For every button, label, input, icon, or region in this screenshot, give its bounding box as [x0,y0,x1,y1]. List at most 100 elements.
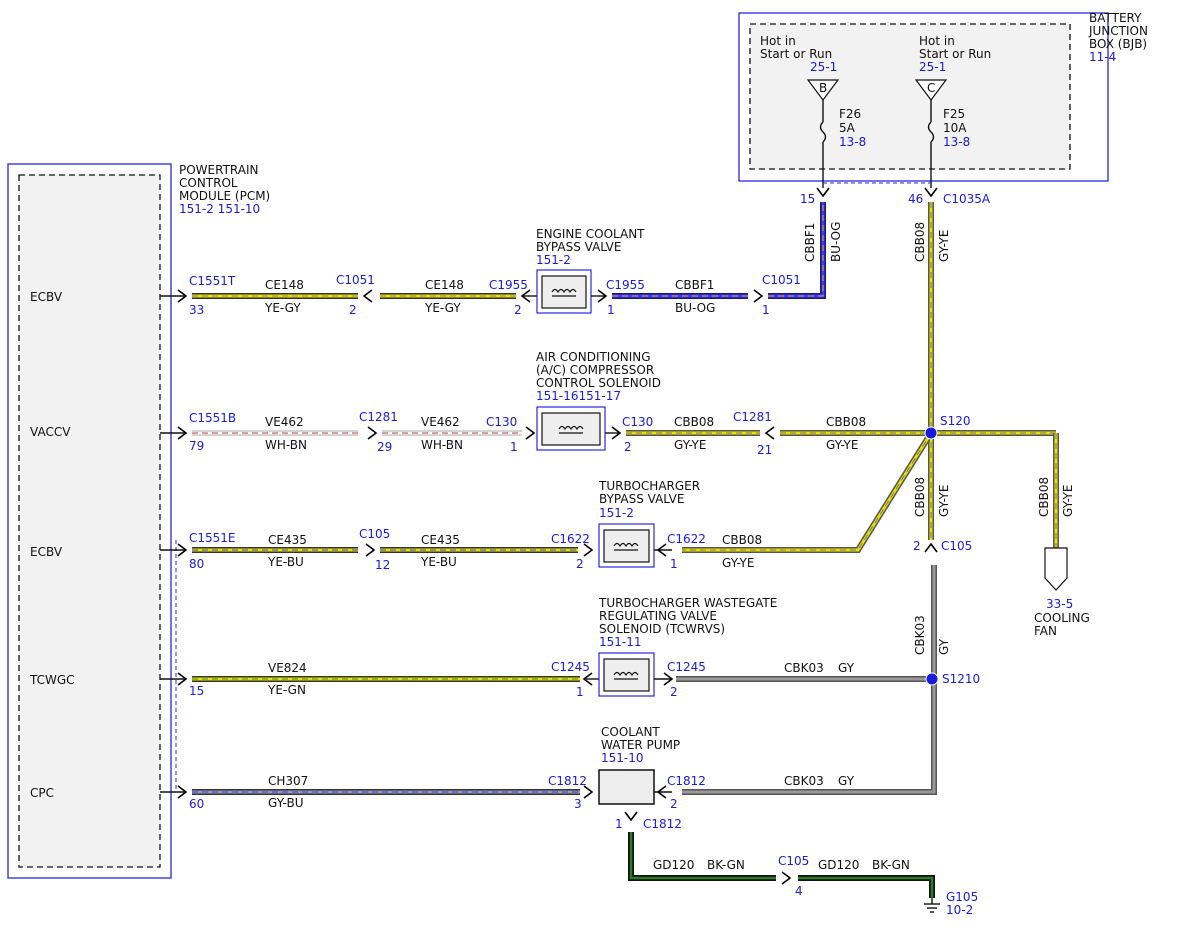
ground-w2-circuit: GD120 [818,858,859,872]
ground-w2-color: BK-GN [872,858,910,872]
fuse2-page[interactable]: 13-8 [943,135,970,149]
tcwrvs-title-1: TURBOCHARGER WASTEGATE [598,596,777,610]
vert-gyye-c: GY-YE [1061,485,1075,517]
fuse1-ref[interactable]: 25-1 [810,60,837,74]
wire-cbbf1-v[interactable] [768,202,826,299]
row5-pin-pcm: 60 [189,797,204,811]
fan-title-1: COOLING [1034,611,1090,625]
vert-cbk03: CBK03 [913,615,927,655]
row1-conn-mid[interactable]: C1051 [336,273,375,287]
fuse2-fuse-icon [927,121,935,143]
row4-conn-dev2[interactable]: C1245 [667,660,706,674]
row1-conn-dev[interactable]: C1955 [489,278,528,292]
row2-pin-mid: 29 [377,440,392,454]
ground-label[interactable]: G105 [946,890,978,904]
row3-w1-circuit: CE435 [268,533,307,547]
wire-gd120-a[interactable] [628,832,776,881]
row1-w1-color: YE-GY [264,301,301,315]
row2-conn-mid[interactable]: C1281 [359,410,398,424]
row1-pin-dev: 2 [514,303,522,317]
row5-w3-circuit: CBK03 [784,774,824,788]
row3-conn-pcm[interactable]: C1551E [189,531,236,545]
fuse2-tag: C [927,81,935,95]
ecbv-ref[interactable]: 151-2 [536,253,571,267]
ac-solenoid-icon[interactable] [536,406,606,451]
turbo-title-1: TURBOCHARGER [598,479,700,493]
pcm-module: POWERTRAIN CONTROL MODULE (PCM) 151-2 15… [7,163,270,879]
row3-conn-dev2[interactable]: C1622 [667,532,706,546]
wire-cbb08-diag[interactable] [682,431,934,553]
wire-cbk03-trunk[interactable] [682,565,937,795]
fuse1-name: F26 [839,107,861,121]
c105-label[interactable]: C105 [941,539,972,553]
pump-title-1: COOLANT [601,725,660,739]
turbo-ref[interactable]: 151-2 [599,506,634,520]
pcm-signal-ecbv-2: ECBV [30,545,63,559]
row4-conn-dev[interactable]: C1245 [551,660,590,674]
fuse1-tag: B [819,81,827,95]
vert-gyye-b: GY-YE [937,485,951,517]
row3-conn-mid[interactable]: C105 [359,527,390,541]
row1-conn-dev2[interactable]: C1955 [606,278,645,292]
row5-conn-dev[interactable]: C1812 [548,774,587,788]
row2-w1-circuit: VE462 [265,415,304,429]
row3-w2-circuit: CE435 [421,533,460,547]
pcm-ref[interactable]: 151-2 151-10 [179,202,260,216]
row1-w1-circuit: CE148 [265,278,304,292]
ac-ref[interactable]: 151-16151-17 [536,389,621,403]
ground-circuit: GD120 BK-GN C105 4 GD120 BK-GN G105 10-2 [628,832,978,917]
row4-pin-dev: 1 [576,685,584,699]
row1-w3-color: BU-OG [675,301,715,315]
tcwrvs-solenoid-icon[interactable] [598,652,655,697]
splice-s120[interactable] [924,426,938,440]
pump-ref[interactable]: 151-10 [601,751,644,765]
row5-pin-dev2: 2 [670,797,678,811]
fuse1-tag-icon [806,79,840,101]
fan-ref[interactable]: 33-5 [1046,597,1073,611]
row3-pin-pcm: 80 [189,557,204,571]
tcwrvs-ref[interactable]: 151-11 [599,635,642,649]
row3-pin-mid: 12 [375,558,390,572]
bjb-ref[interactable]: 11-4 [1089,50,1116,64]
wire-gd120-b[interactable] [798,875,935,898]
water-pump-icon[interactable] [598,769,655,805]
row3-w3-circuit: CBB08 [722,533,762,547]
vert-cbb08-a: CBB08 [913,222,927,262]
fan-title-2: FAN [1034,624,1057,638]
row1-pin-end: 1 [762,303,770,317]
row2-circuit: C1551B 79 VE462 WH-BN C1281 29 VE462 WH-… [160,406,1059,553]
pcm-signal-cpc: CPC [30,786,54,800]
row5-conn-dev2[interactable]: C1812 [667,774,706,788]
row5-conn-bot[interactable]: C1812 [643,817,682,831]
row2-conn-pcm[interactable]: C1551B [189,411,236,425]
ecbv-solenoid-icon[interactable] [536,269,592,314]
ground-ref[interactable]: 10-2 [946,903,973,917]
ground-conn-mid[interactable]: C105 [778,854,809,868]
row1-conn-pcm[interactable]: C1551T [189,274,236,288]
splice-s1210[interactable] [925,672,939,686]
row2-w4-circuit: CBB08 [826,415,866,429]
row2-conn-dev[interactable]: C130 [486,415,517,429]
fuse2-rating: 10A [943,121,967,135]
fuse1-page[interactable]: 13-8 [839,135,866,149]
turbo-title-2: BYPASS VALVE [599,492,684,506]
row4-splice-label[interactable]: S1210 [942,672,980,686]
fuse2-ref[interactable]: 25-1 [919,60,946,74]
row2-conn-end[interactable]: C1281 [733,410,772,424]
row2-w2-color: WH-BN [421,438,463,452]
cooling-fan-icon[interactable] [1044,547,1068,591]
tcwrvs-title-3: SOLENOID (TCWRVS) [599,622,725,636]
bjb-title-2: JUNCTION [1088,24,1148,38]
row4-w3-color: GY [838,661,855,675]
row5-pin-dev: 3 [574,797,582,811]
pcm-signal-ecbv-1: ECBV [30,290,63,304]
fuse2-tag-icon [914,79,948,101]
bjb-connector[interactable]: C1035A [943,192,991,206]
turbo-bypass-icon[interactable] [598,523,655,568]
row1-conn-end[interactable]: C1051 [762,273,801,287]
battery-junction-box: BATTERY JUNCTION BOX (BJB) 11-4 Hot in S… [738,11,1148,206]
row2-conn-dev2[interactable]: C130 [622,415,653,429]
row3-conn-dev[interactable]: C1622 [551,532,590,546]
row2-splice-label[interactable]: S120 [940,414,971,428]
